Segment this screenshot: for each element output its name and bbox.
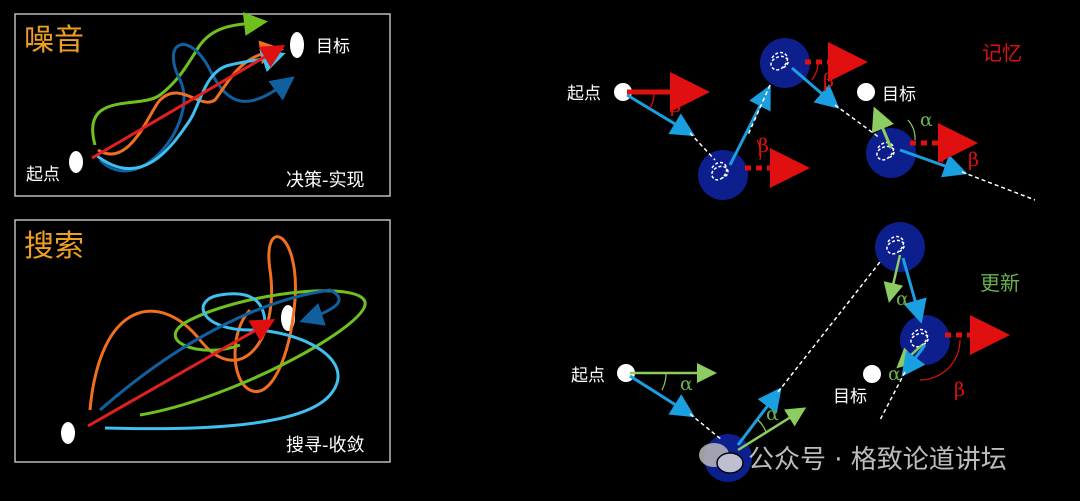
update-target-label: 目标 [833, 387, 867, 407]
search-path-red [88, 322, 270, 426]
beta-label: β [968, 149, 979, 171]
noise-panel: 噪音 决策-实现 起点 目标 [15, 14, 390, 196]
search-start-dot [61, 422, 75, 444]
noise-panel-caption: 决策-实现 [286, 170, 365, 191]
alpha-label: α [766, 403, 779, 425]
noise-panel-title: 噪音 [24, 23, 84, 58]
noise-start-dot [69, 151, 83, 173]
search-panel: 搜索 搜寻-收敛 [15, 220, 390, 462]
memory-node-1 [698, 150, 748, 200]
alpha-label: α [920, 109, 933, 131]
memory-target-dot [857, 83, 875, 101]
memory-label: 记忆 [982, 41, 1022, 65]
memory-target-label: 目标 [882, 85, 916, 105]
memory-start-label: 起点 [567, 84, 601, 104]
alpha-label: α [888, 363, 901, 385]
alpha-label: α [680, 373, 693, 395]
noise-target-dot [290, 32, 304, 58]
search-panel-title: 搜索 [24, 229, 84, 264]
memory-node-2 [760, 38, 810, 88]
update-target-dot [863, 365, 881, 383]
update-start-label: 起点 [571, 366, 605, 386]
watermark-text: 公众号 · 格致论道讲坛 [748, 445, 1007, 475]
update-label: 更新 [980, 271, 1020, 295]
alpha-label: α [896, 288, 909, 310]
update-node-1 [875, 222, 925, 272]
update-diagram: 更新 起点 目标 α α α α β [571, 222, 1020, 482]
beta-label: β [670, 95, 681, 117]
search-panel-caption: 搜寻-收敛 [286, 435, 365, 456]
beta-label: β [758, 135, 769, 157]
beta-label: β [823, 70, 834, 92]
memory-diagram: 记忆 起点 目标 β β β α β [567, 38, 1035, 200]
noise-start-label: 起点 [26, 165, 60, 185]
noise-target-label: 目标 [316, 37, 350, 57]
beta-label: β [954, 379, 965, 401]
